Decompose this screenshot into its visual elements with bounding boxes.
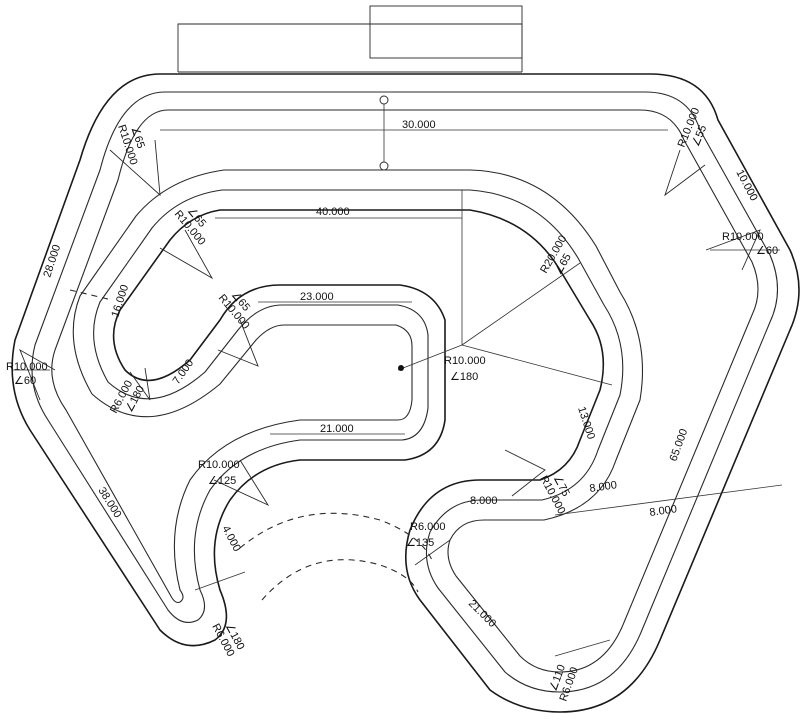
straight-10: 10.000: [733, 168, 759, 203]
dashed-return-lane-2: [261, 559, 419, 601]
curve-markers: [19, 139, 761, 507]
straight-21a: 21.000: [320, 423, 354, 435]
curve-labels: R10.000 ∠65 R10.000 ∠55 R10.000 ∠65 R10.…: [6, 106, 778, 703]
straight-21b: 21.000: [466, 598, 498, 630]
track-inner-lane-2: [51, 109, 759, 673]
straight-30: 30.000: [402, 119, 436, 131]
dashed-return-lane: [239, 512, 433, 561]
straight-28: 28.000: [41, 243, 63, 279]
dashed-left-1: [69, 289, 113, 301]
top-frame: [177, 5, 523, 73]
curve-c12-angle: ∠135: [406, 537, 434, 549]
curve-c10-angle: ∠125: [208, 475, 236, 487]
track-outer-border: [11, 73, 800, 713]
straight-labels: 30.000 40.000 23.000 21.000 28.000 16.00…: [41, 119, 759, 630]
dimension-lines: [12, 95, 783, 657]
curve-c8-radius: R10.000: [6, 361, 48, 373]
straight-40: 40.000: [316, 206, 350, 218]
curve-c7-angle: ∠180: [450, 371, 478, 383]
straight-23: 23.000: [300, 291, 334, 303]
curve-c8-angle: ∠60: [14, 375, 36, 387]
straight-16: 16.000: [109, 283, 131, 319]
curve-c4-radius: R10.000: [722, 231, 764, 243]
track-inner-lane: [31, 91, 778, 693]
curve-c12-radius: R6.000: [410, 521, 445, 533]
straight-8a: 8.000: [470, 495, 498, 507]
straight-8c: 8.000: [649, 503, 678, 519]
straight-65: 65.000: [668, 427, 691, 463]
curve-c4-angle: ∠60: [756, 245, 778, 257]
straight-8b: 8.000: [589, 479, 618, 495]
straight-13: 13.000: [575, 405, 597, 441]
curve-c10-radius: R10.000: [198, 459, 240, 471]
straight-4: 4.000: [219, 524, 243, 554]
curve-c7-radius: R10.000: [444, 355, 486, 367]
